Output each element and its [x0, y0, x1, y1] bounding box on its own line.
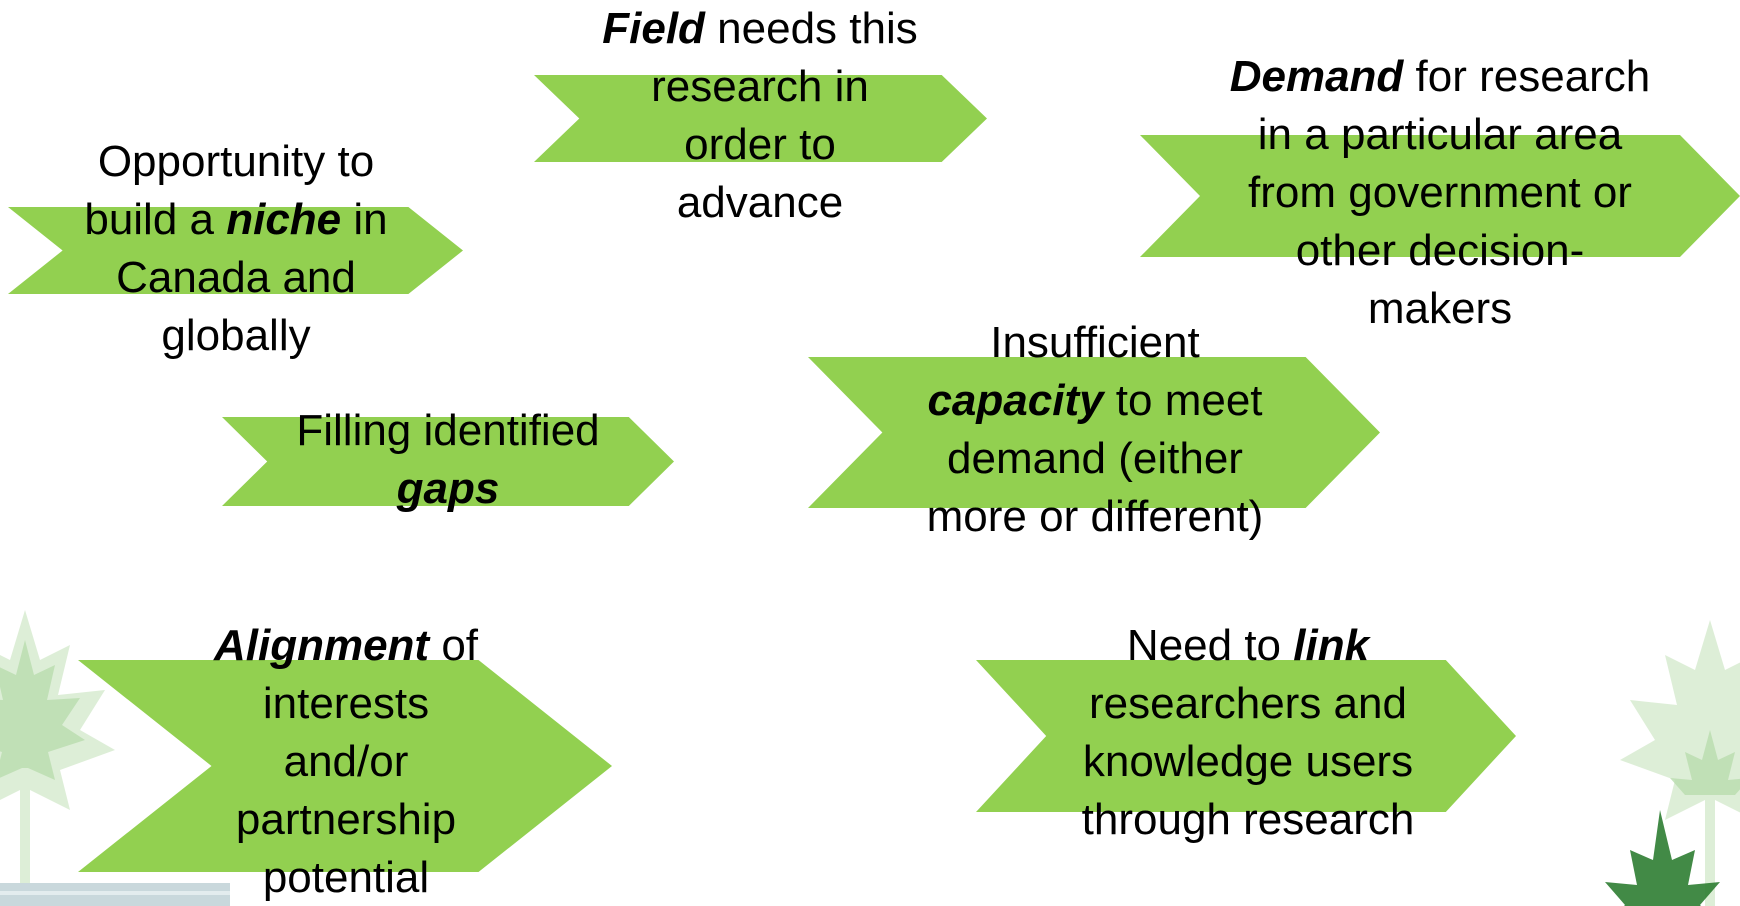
label-text: researchers and: [1089, 679, 1407, 728]
label-text: to meet: [1103, 376, 1263, 425]
label-text: globally: [161, 311, 311, 360]
label-text: from government or: [1248, 168, 1632, 217]
chevron-demand: [1140, 135, 1740, 257]
label-text: build a: [84, 195, 227, 244]
label-text: and/or: [283, 737, 409, 786]
label-line: researchers and: [1018, 675, 1478, 733]
label-line: Insufficient: [835, 314, 1355, 372]
label-text: needs this: [704, 4, 918, 53]
label-line: in a particular area: [1170, 106, 1710, 164]
label-text: knowledge users: [1082, 737, 1414, 786]
label-text: other decision-: [1295, 226, 1585, 275]
label-line: interests: [156, 675, 536, 733]
label-line: globally: [36, 307, 436, 365]
label-text: in: [341, 195, 388, 244]
emphasis-text: capacity: [927, 376, 1104, 425]
emphasis-text: gaps: [396, 464, 500, 513]
label-text: Filling identified: [296, 406, 600, 455]
chevron-link: [976, 660, 1516, 812]
label-line: knowledge users: [1018, 733, 1478, 791]
label-line: capacity to meet: [835, 372, 1355, 430]
label-text: for research: [1403, 52, 1651, 101]
label-line: demand (either: [835, 430, 1355, 488]
label-text: Insufficient: [990, 318, 1200, 367]
label-line: partnership: [156, 791, 536, 849]
label-line: advance: [560, 174, 960, 232]
label-text: makers: [1367, 284, 1513, 333]
label-line: Field needs this: [560, 0, 960, 58]
chevron-field: [534, 75, 987, 162]
chevron-niche: [8, 207, 463, 294]
chevron-capacity: [808, 357, 1380, 508]
label-text: demand (either: [947, 434, 1243, 483]
label-text: potential: [262, 853, 430, 902]
label-text: partnership: [235, 795, 457, 844]
label-line: other decision-: [1170, 222, 1710, 280]
maple-leaf-right-icon: [1605, 620, 1740, 906]
label-gaps: Filling identified gaps: [248, 402, 648, 518]
label-line: Need to link: [1018, 617, 1478, 675]
label-line: Alignment of: [156, 617, 536, 675]
label-line: from government or: [1170, 164, 1710, 222]
emphasis-text: Alignment: [213, 621, 430, 670]
emphasis-text: niche: [226, 195, 342, 244]
label-line: research in: [560, 58, 960, 116]
emphasis-text: Field: [602, 4, 705, 53]
label-text: in a particular area: [1257, 110, 1623, 159]
label-line: more or different): [835, 488, 1355, 546]
water-strip-decoration: [0, 883, 230, 906]
label-line: Demand for research: [1170, 48, 1710, 106]
label-line: through research: [1018, 791, 1478, 849]
label-text: more or different): [926, 492, 1264, 541]
maple-leaf-left-icon: [0, 610, 115, 906]
label-line: and/or: [156, 733, 536, 791]
label-text: Canada and: [116, 253, 356, 302]
label-text: advance: [676, 178, 844, 227]
label-line: Canada and: [36, 249, 436, 307]
label-line: makers: [1170, 280, 1710, 338]
label-text: Need to: [1126, 621, 1294, 670]
label-text: through research: [1081, 795, 1415, 844]
label-text: Opportunity to: [97, 137, 375, 186]
label-line: gaps: [248, 460, 648, 518]
label-line: Filling identified: [248, 402, 648, 460]
label-line: potential: [156, 849, 536, 906]
label-line: Opportunity to: [36, 133, 436, 191]
label-text: interests: [262, 679, 430, 728]
chevron-gaps: [222, 417, 674, 506]
label-text: research in: [651, 62, 869, 111]
label-line: order to: [560, 116, 960, 174]
emphasis-text: Demand: [1229, 52, 1404, 101]
emphasis-text: link: [1293, 621, 1370, 670]
label-line: build a niche in: [36, 191, 436, 249]
label-text: of: [429, 621, 479, 670]
label-text: order to: [684, 120, 836, 169]
